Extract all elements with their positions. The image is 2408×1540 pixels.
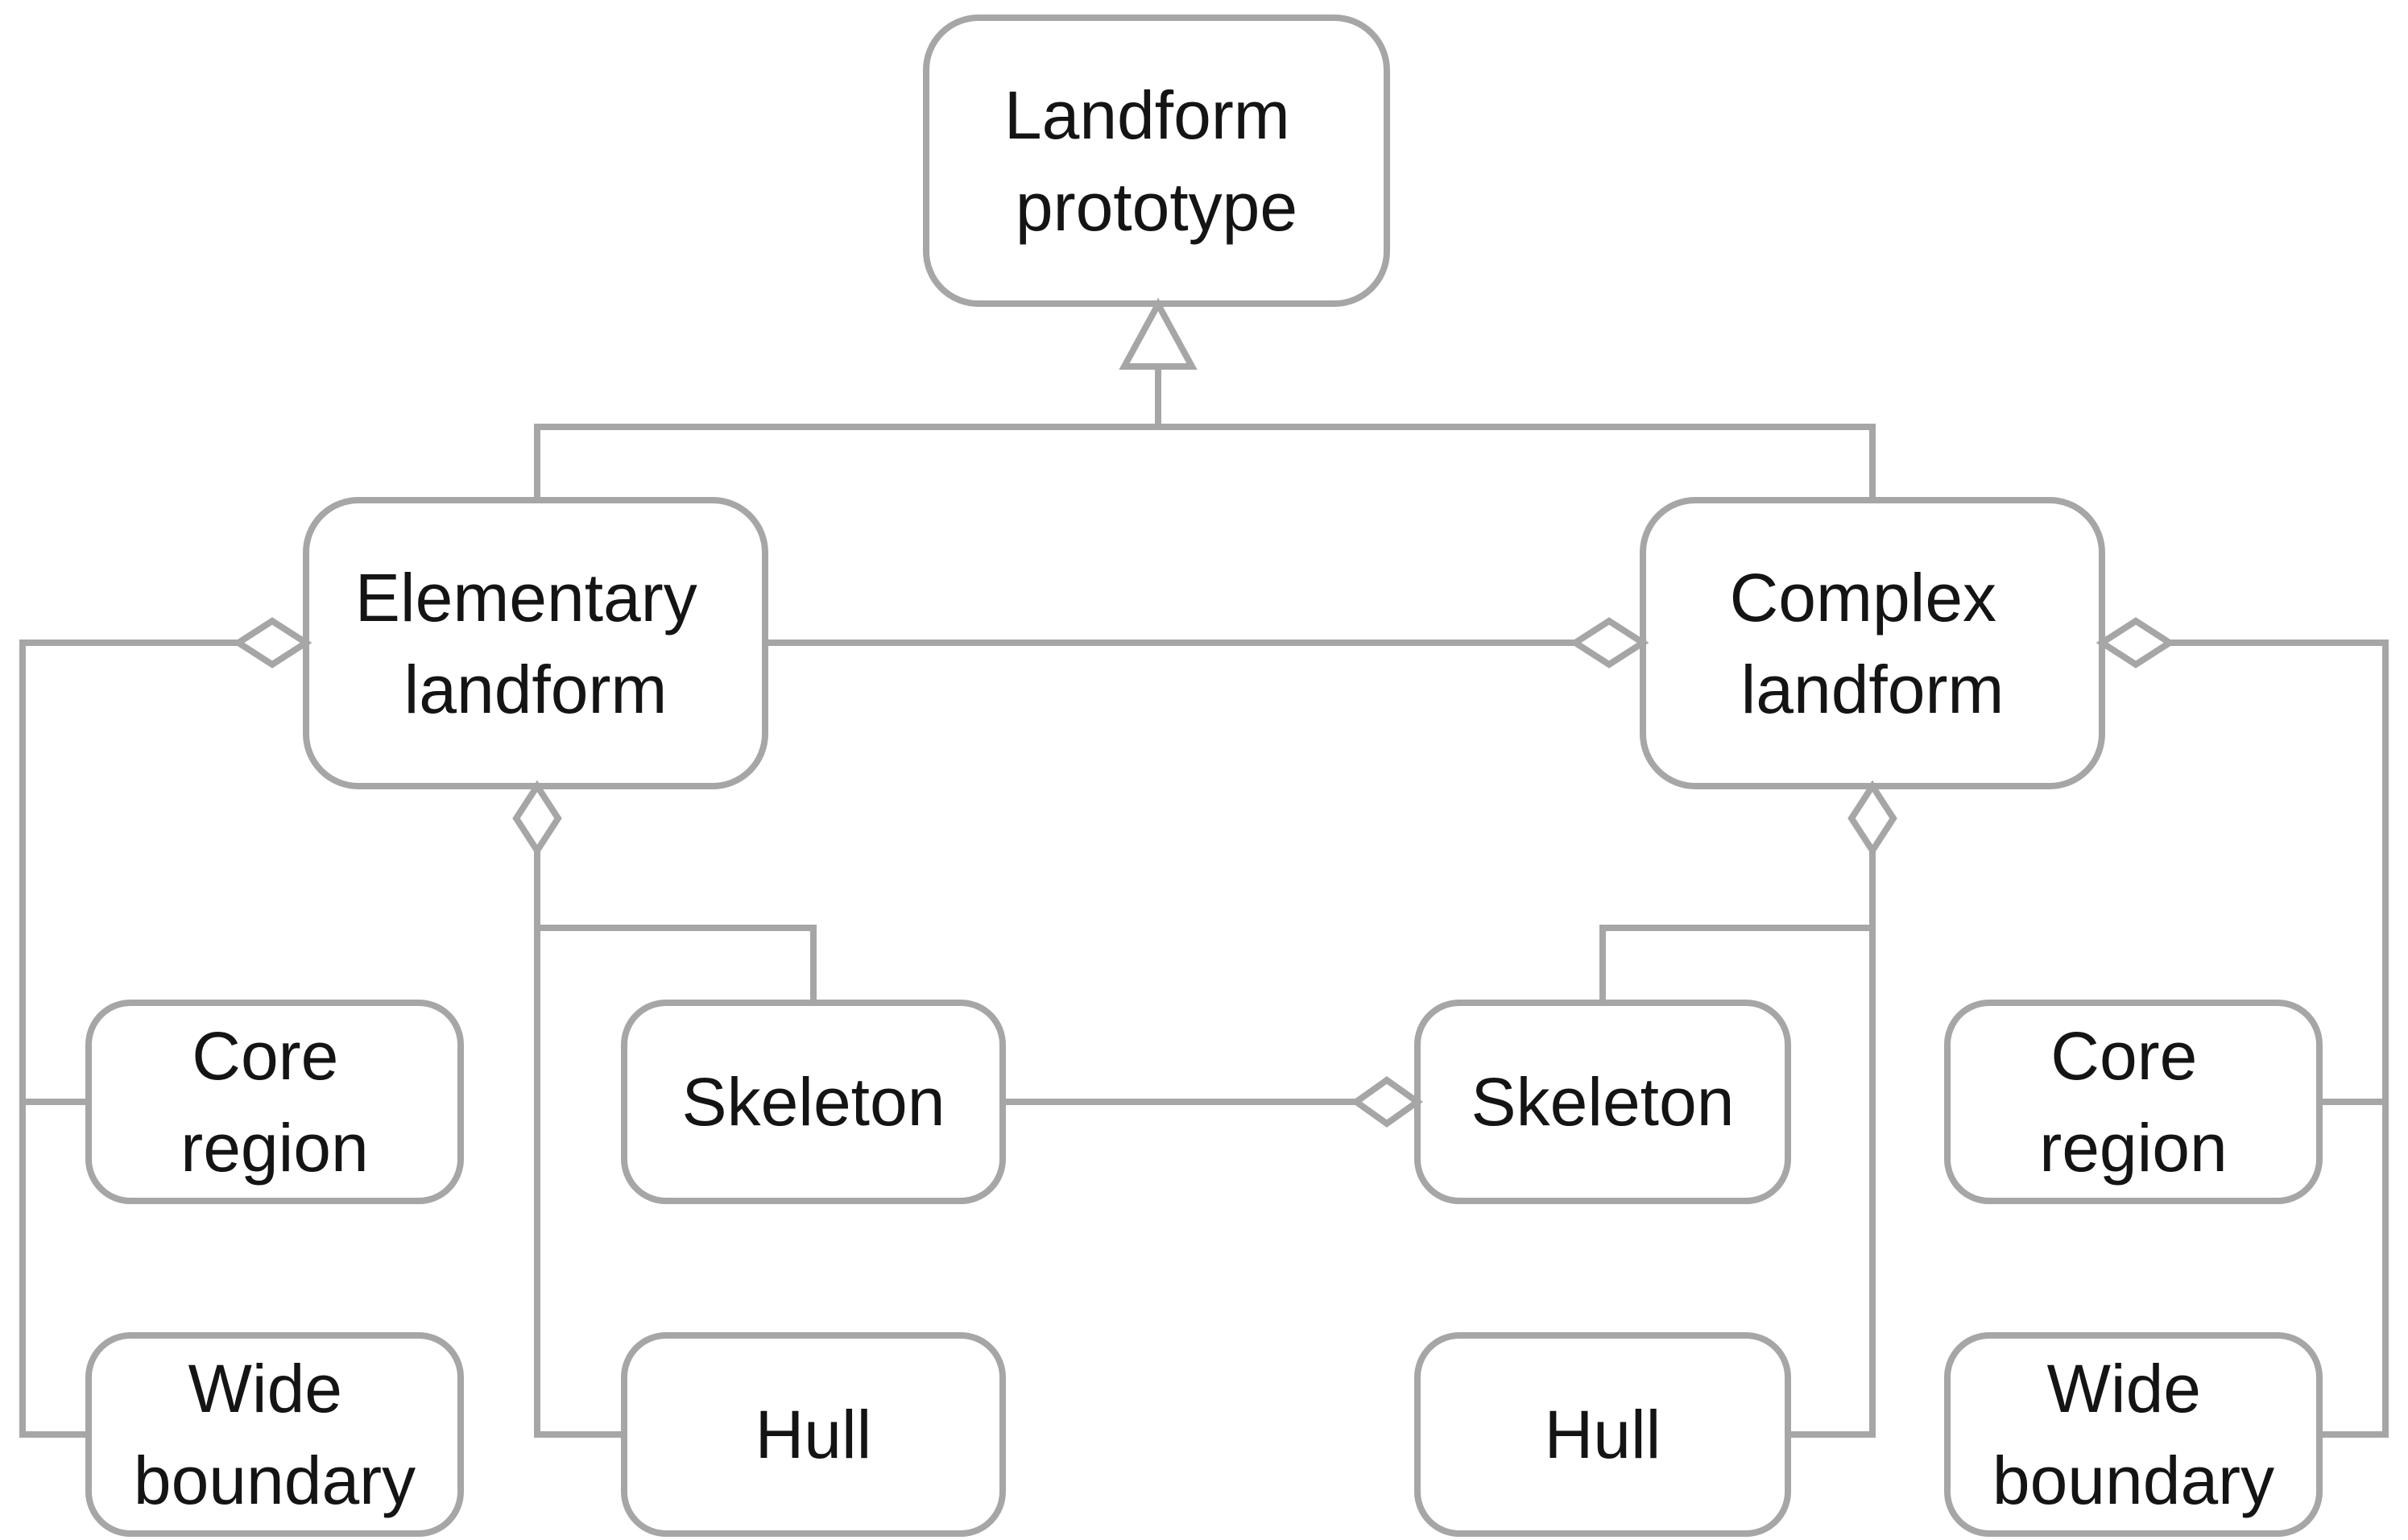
aggregation-elementary-left-rail-edge (19, 640, 238, 1438)
class-complex-landform: Complex landform (1640, 497, 2105, 789)
relation-markers (232, 297, 2176, 1128)
aggregation-elementary-skeleton-branch-edge (537, 925, 817, 1003)
core-region-left-label: Core region (180, 995, 369, 1186)
wide-boundary-right-box (1944, 1332, 2323, 1537)
core-region-right-box (1944, 1000, 2323, 1204)
aggregation-diamond-elementary-bottom-icon (512, 780, 562, 857)
complex-landform-box (1640, 497, 2105, 789)
generalization-rail-edge (534, 424, 1876, 500)
wide-boundary-left-label: Wide boundary (134, 1327, 416, 1518)
class-hull-right: Hull (1414, 1332, 1791, 1537)
class-elementary-landform: Elementary landform (303, 497, 768, 789)
class-core-region-right: Core region (1944, 995, 2323, 1204)
elementary-landform-label: Elementary landform (355, 536, 716, 727)
nodes: Landform prototype Elementary landform C… (85, 14, 2323, 1537)
hull-right-label: Hull (1545, 1397, 1661, 1472)
skeleton-right-label: Skeleton (1471, 1064, 1735, 1140)
core-region-left-box (85, 1000, 464, 1204)
class-core-region-left: Core region (85, 995, 464, 1204)
aggregation-complex-bottom-rail-edge (1788, 851, 1876, 1438)
hull-left-label: Hull (755, 1397, 872, 1472)
class-landform-prototype: Landform prototype (923, 14, 1390, 307)
aggregation-complex-skeleton-branch-edge (1599, 925, 1872, 1003)
aggregation-diamond-complex-bottom-icon (1847, 780, 1897, 857)
class-wide-boundary-right: Wide boundary (1944, 1327, 2323, 1537)
aggregation-diamond-skeleton-icon (1351, 1076, 1423, 1128)
core-region-right-label: Core region (2039, 995, 2228, 1186)
landform-prototype-label: Landform prototype (1004, 54, 1309, 245)
landform-prototype-box (923, 14, 1390, 307)
aggregation-elementary-bottom-rail-edge (534, 851, 624, 1438)
class-hull-left: Hull (621, 1332, 1006, 1537)
wide-boundary-right-label: Wide boundary (1992, 1327, 2274, 1518)
aggregation-diamond-complex-left-icon (1569, 617, 1649, 669)
skeleton-left-box (621, 1000, 1006, 1204)
class-skeleton-right: Skeleton (1414, 1000, 1791, 1204)
aggregation-complex-right-rail-edge (2170, 640, 2389, 1438)
hull-left-box (621, 1332, 1006, 1537)
edges (19, 366, 2389, 1438)
aggregation-diamond-elementary-left-icon (232, 617, 312, 669)
hull-right-box (1414, 1332, 1791, 1537)
elementary-landform-box (303, 497, 768, 789)
class-wide-boundary-left: Wide boundary (85, 1327, 464, 1537)
wide-boundary-left-box (85, 1332, 464, 1537)
aggregation-diamond-complex-right-icon (2096, 617, 2176, 669)
skeleton-left-label: Skeleton (682, 1064, 945, 1140)
generalization-triangle-icon (1119, 297, 1198, 370)
complex-landform-label: Complex landform (1730, 536, 2016, 727)
class-skeleton-left: Skeleton (621, 1000, 1006, 1204)
